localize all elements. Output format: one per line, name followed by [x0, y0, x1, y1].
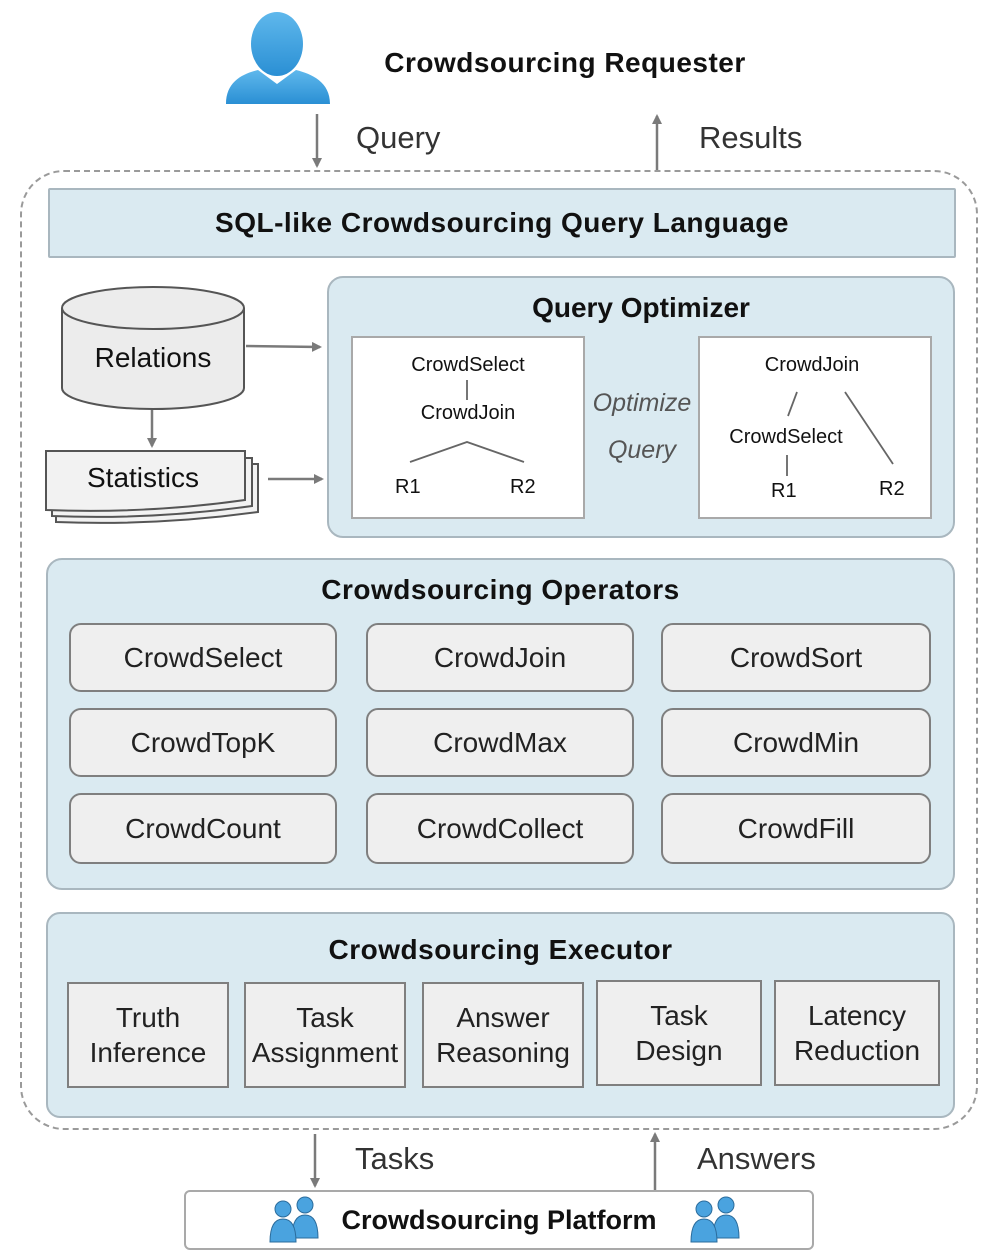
executor-item-line2: Inference [89, 1037, 207, 1068]
optimizer-title: Query Optimizer [532, 292, 750, 323]
executor-truth-inference[interactable]: Truth Inference [67, 982, 229, 1088]
executor-answer-reasoning[interactable]: Answer Reasoning [422, 982, 584, 1088]
operators-title: Crowdsourcing Operators [321, 574, 680, 605]
executor-item-line2: Reduction [793, 1035, 921, 1066]
relations-label: Relations [94, 342, 212, 373]
operator-crowdcount[interactable]: CrowdCount [69, 793, 337, 864]
after-root: CrowdJoin [764, 353, 860, 376]
before-leaf-left: R1 [395, 476, 421, 498]
after-leaf-left: R1 [771, 480, 797, 502]
operator-crowdselect[interactable]: CrowdSelect [69, 623, 337, 692]
query-transform-label: Query [607, 435, 677, 464]
executor-item-line2: Assignment [251, 1037, 399, 1068]
operator-crowdmin[interactable]: CrowdMin [661, 708, 931, 777]
operator-crowdtopk[interactable]: CrowdTopK [69, 708, 337, 777]
operator-crowdfill[interactable]: CrowdFill [661, 793, 931, 864]
executor-task-design[interactable]: Task Design [596, 980, 762, 1086]
platform-title: Crowdsourcing Platform [341, 1204, 657, 1235]
executor-latency-reduction[interactable]: Latency Reduction [774, 980, 940, 1086]
executor-task-assignment[interactable]: Task Assignment [244, 982, 406, 1088]
executor-item-line1: Latency [807, 1000, 907, 1031]
operator-crowdsort[interactable]: CrowdSort [661, 623, 931, 692]
optimize-label: Optimize [592, 388, 692, 417]
operator-crowdjoin[interactable]: CrowdJoin [366, 623, 634, 692]
plan-before-box [351, 336, 585, 519]
executor-item-line1: Truth [115, 1002, 181, 1033]
after-leaf-right: R2 [879, 478, 905, 500]
before-root: CrowdSelect [411, 353, 525, 376]
after-child: CrowdSelect [729, 425, 843, 448]
executor-item-line1: Task [650, 1000, 708, 1031]
executor-item-line2: Design [635, 1035, 723, 1066]
requester-title: Crowdsourcing Requester [384, 47, 746, 78]
sql-language-bar: SQL-like Crowdsourcing Query Language [48, 188, 956, 258]
executor-item-line1: Answer [456, 1002, 550, 1033]
results-label: Results [699, 120, 803, 155]
answers-label: Answers [697, 1141, 816, 1176]
operator-crowdmax[interactable]: CrowdMax [366, 708, 634, 777]
executor-title: Crowdsourcing Executor [328, 934, 673, 965]
before-leaf-right: R2 [510, 476, 536, 498]
before-child: CrowdJoin [420, 401, 516, 424]
operator-crowdcollect[interactable]: CrowdCollect [366, 793, 634, 864]
query-label: Query [356, 120, 441, 155]
system-boundary [20, 170, 978, 1130]
tasks-label: Tasks [355, 1141, 435, 1176]
statistics-label: Statistics [86, 462, 200, 493]
executor-item-line2: Reasoning [436, 1037, 570, 1068]
executor-item-line1: Task [296, 1002, 354, 1033]
plan-after-box [698, 336, 932, 519]
